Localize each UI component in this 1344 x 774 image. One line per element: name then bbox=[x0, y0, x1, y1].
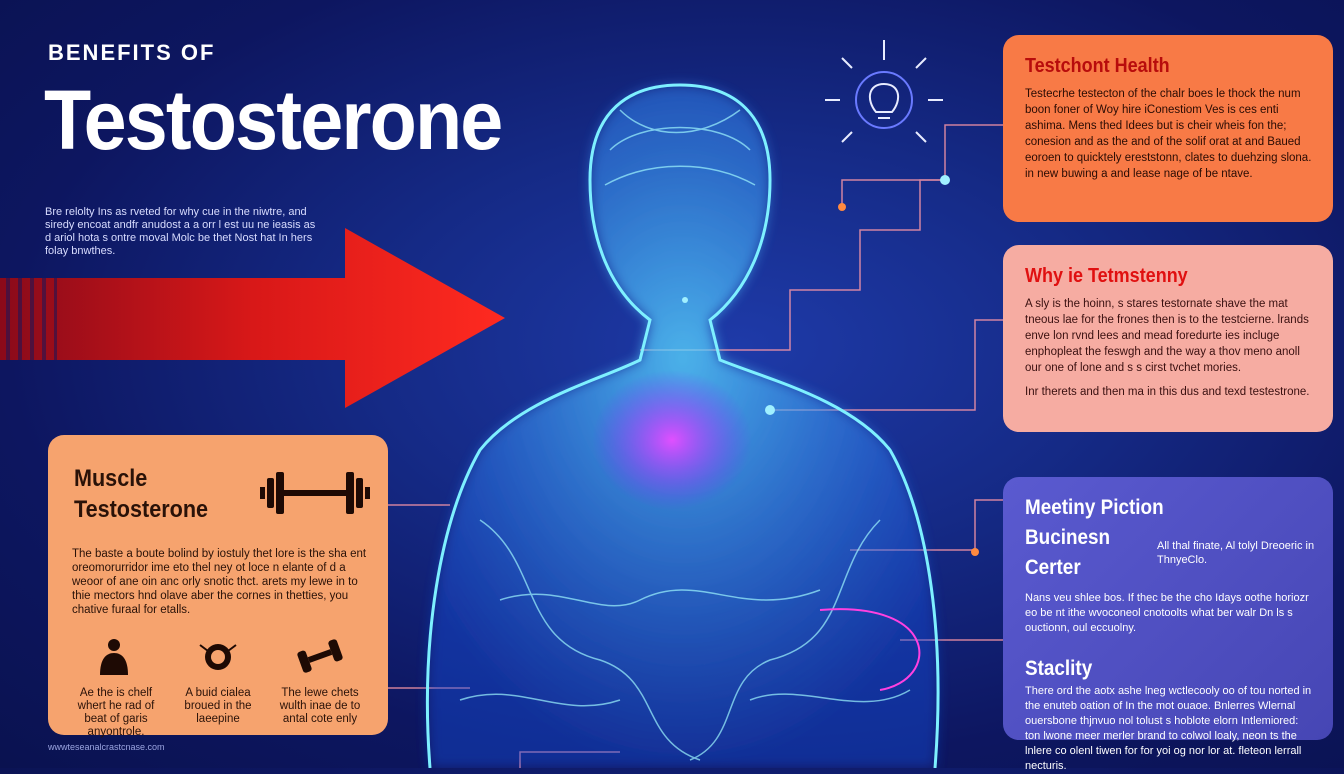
title-line-1: Muscle bbox=[74, 465, 148, 492]
health-card-title: Testchont Health bbox=[1025, 55, 1170, 77]
health-card: Testchont Health Testecrhe testecton of … bbox=[1003, 35, 1333, 222]
red-arrow bbox=[0, 228, 505, 408]
meeting-card: Meetiny Piction Bucinesn Certer All thal … bbox=[1003, 477, 1333, 772]
meeting-card-title: Meetiny Piction bbox=[1025, 496, 1164, 519]
muscle-item: Ae the is chelf whert he rad of beat of … bbox=[66, 637, 166, 739]
muscle-item-text: A buid cialea broued in the laeepine bbox=[184, 687, 252, 725]
meeting-card-subtitle: Bucinesn Certer bbox=[1025, 526, 1111, 579]
meeting-side-text: All thal finate, Al tolyl Dreoeric in Th… bbox=[1156, 540, 1315, 566]
meeting-card-body: Nans veu shlee bos. If thec be the cho I… bbox=[1025, 592, 1309, 634]
title-line-2: Testosterone bbox=[74, 496, 209, 523]
muscle-card-body: The baste a boute bolind by iostuly thet… bbox=[72, 548, 367, 616]
dumbbell-icon bbox=[260, 472, 370, 514]
stability-body: There ord the aotx ashe lneg wctlecooly … bbox=[1025, 685, 1312, 772]
stability-title: Staclity bbox=[1025, 657, 1093, 680]
muscle-item: A buid cialea broued in the laeepine bbox=[168, 637, 268, 739]
why-card-title: Why ie Tetmstenny bbox=[1025, 265, 1188, 287]
why-card-body-2: Inr therets and then ma in this dus and … bbox=[1025, 386, 1310, 398]
muscle-item: The lewe chets wulth inae de to antal co… bbox=[270, 637, 370, 739]
heart-glow bbox=[592, 370, 752, 510]
why-card: Why ie Tetmstenny A sly is the hoinn, s … bbox=[1003, 245, 1333, 432]
muscle-item-text: Ae the is chelf whert he rad of beat of … bbox=[77, 687, 155, 738]
title-kicker: BENEFITS OF bbox=[48, 40, 216, 65]
why-card-body: A sly is the hoinn, s stares testornate … bbox=[1025, 298, 1309, 374]
muscle-item-text: The lewe chets wulth inae de to antal co… bbox=[279, 687, 361, 725]
glow-dots bbox=[682, 175, 979, 556]
gauge-icon bbox=[199, 644, 237, 670]
footer-url: wwwteseanalcrastcnase.com bbox=[48, 742, 165, 752]
dumbbell-icon bbox=[297, 639, 343, 673]
lightbulb-icon bbox=[825, 40, 943, 143]
glowing-human-figure bbox=[425, 83, 940, 768]
person-icon bbox=[100, 639, 128, 675]
page-title: Testosterone bbox=[44, 73, 503, 167]
intro-text: Bre relolty Ins as rveted for why cue in… bbox=[45, 206, 316, 257]
health-card-body: Testecrhe testecton of the chalr boes le… bbox=[1025, 88, 1312, 180]
